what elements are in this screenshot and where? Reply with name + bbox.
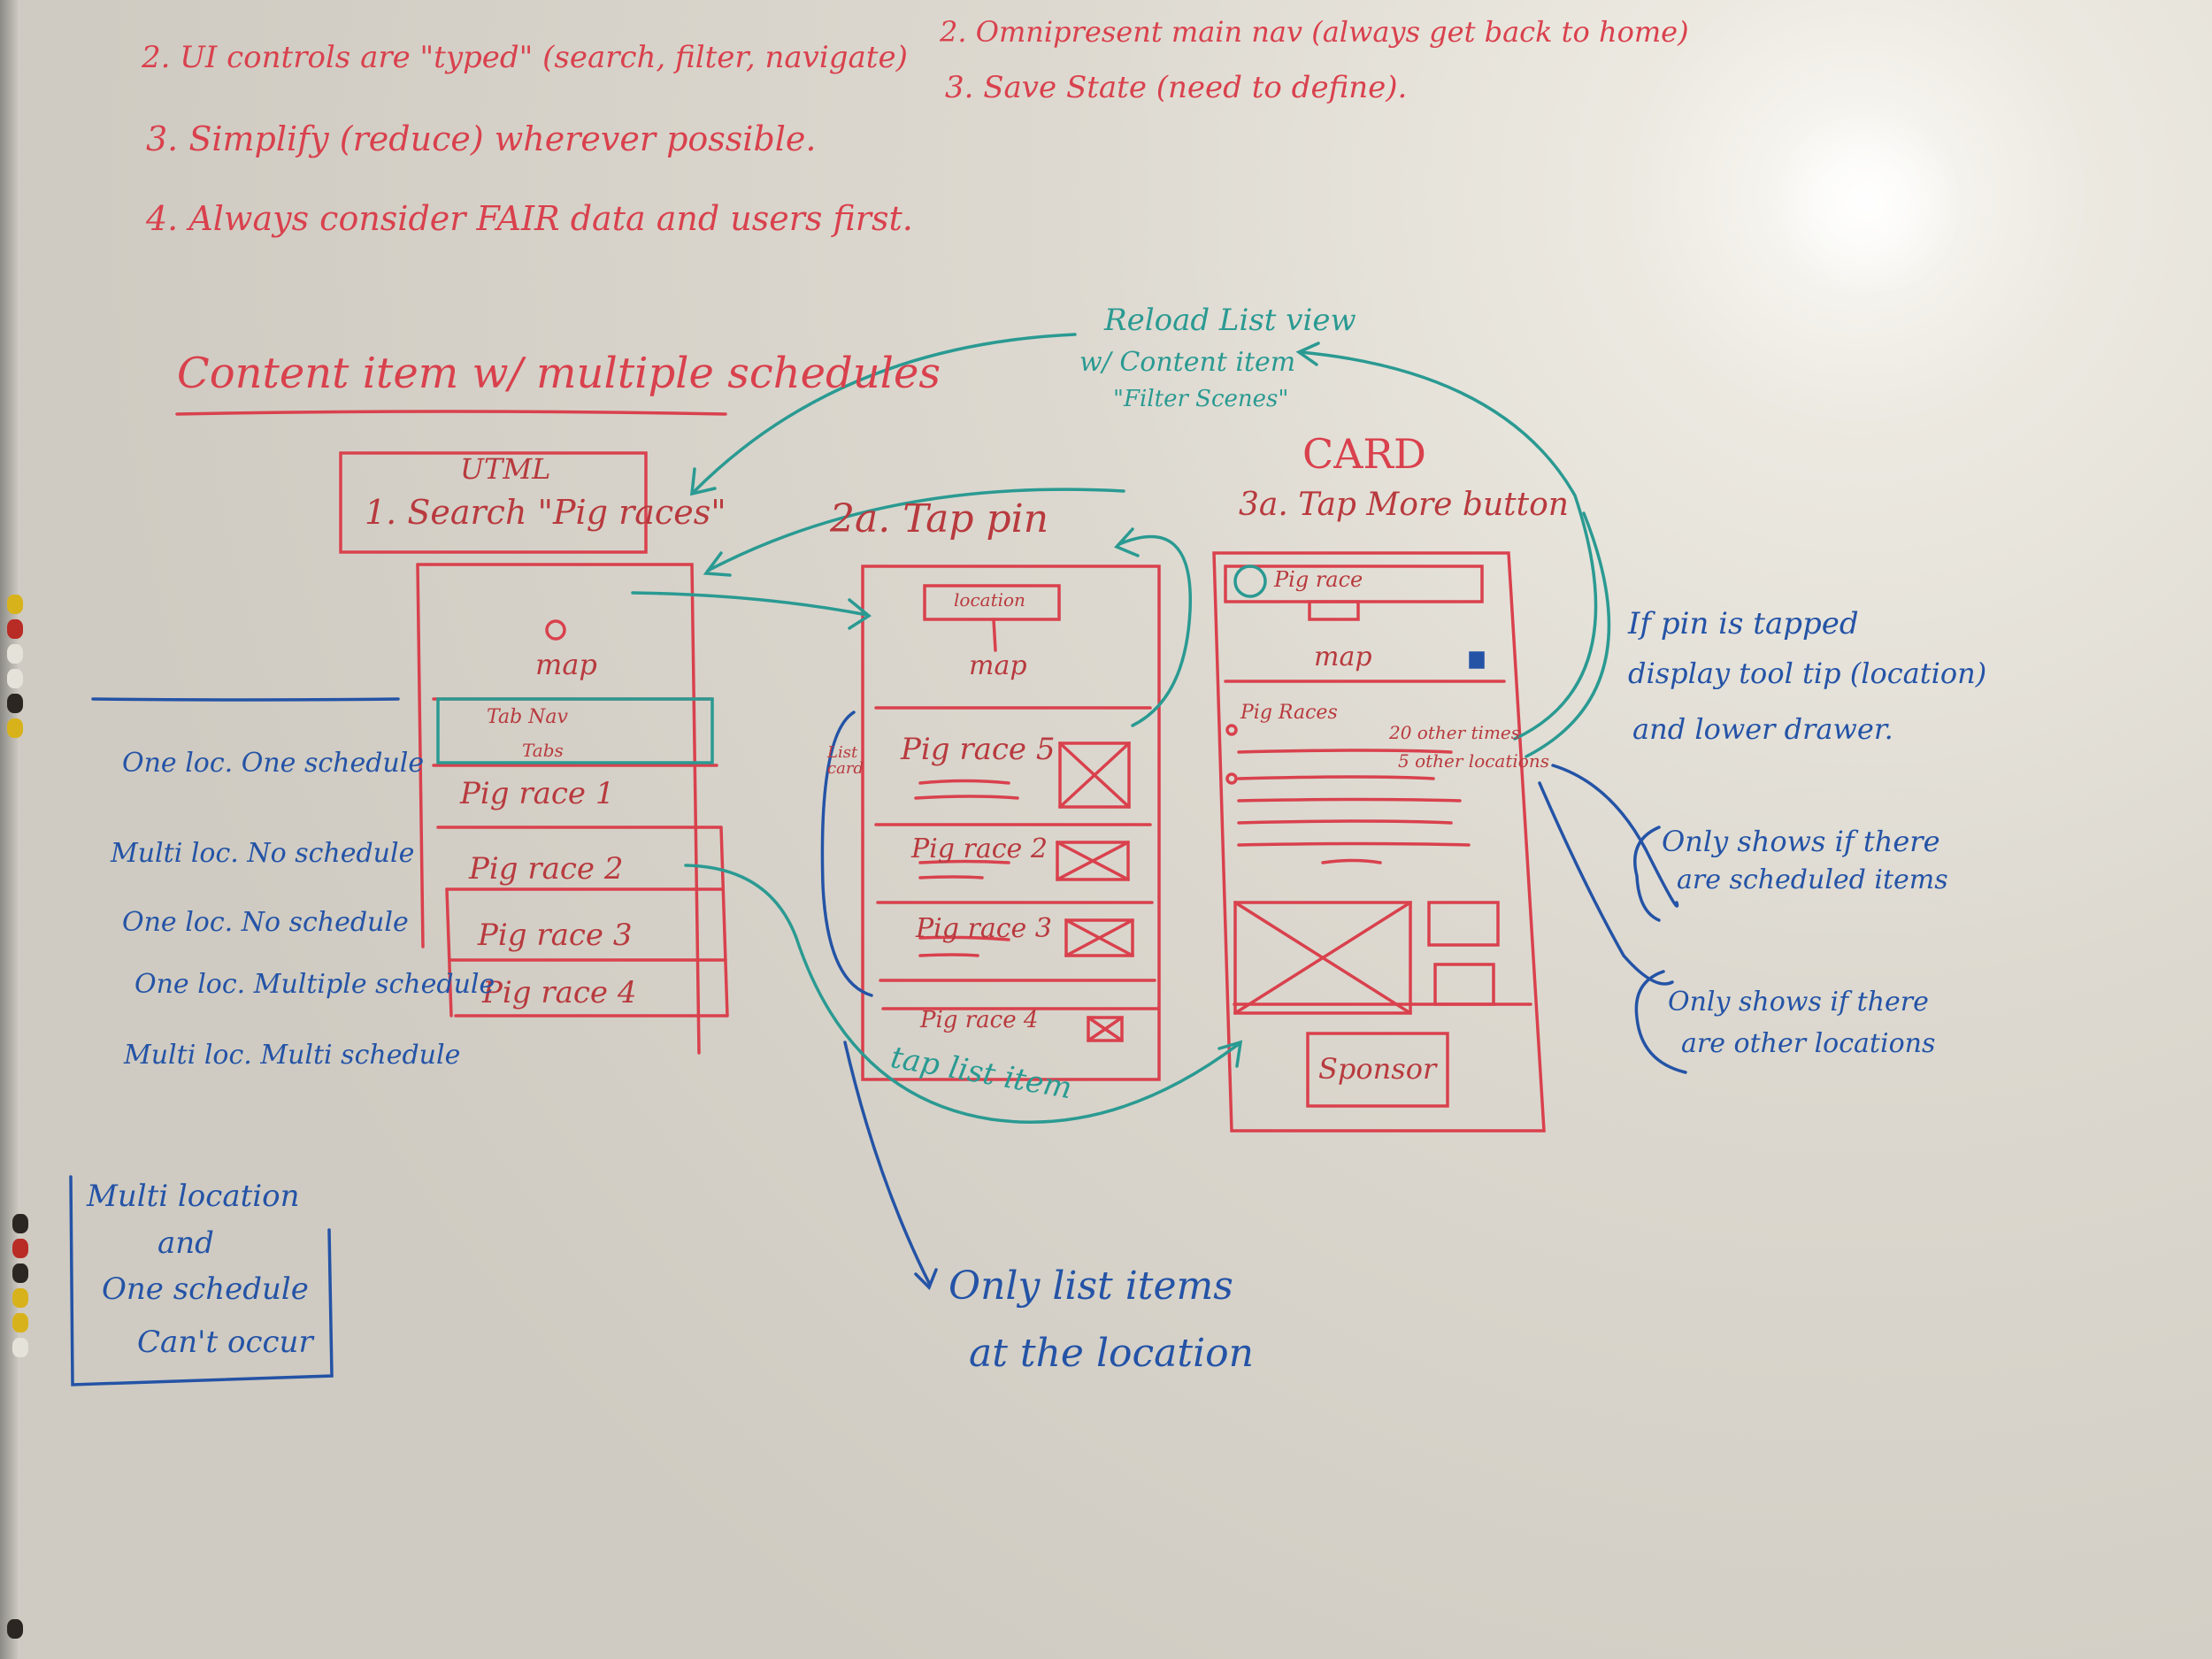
image-placeholder-icon [1064, 918, 1134, 957]
loc-note: are other locations [1681, 1028, 1936, 1059]
magnet [12, 1338, 28, 1357]
step-1: 1. Search "Pig races" [365, 493, 726, 532]
tab-nav-label: Tab Nav [487, 706, 568, 728]
other-locations-link: 5 other locations [1398, 750, 1549, 772]
magnet [7, 718, 23, 738]
screen2-frame [861, 565, 1161, 1081]
tab-nav-highlight [436, 697, 714, 764]
case-item: Multi loc. No schedule [111, 838, 415, 869]
sponsor-box [1306, 1032, 1449, 1108]
case-item: One loc. Multiple schedule [134, 969, 495, 1000]
pin-note: and lower drawer. [1632, 712, 1893, 746]
list-item: Pig race 3 [916, 913, 1052, 944]
map-label: map [1314, 641, 1372, 672]
list-item: Pig race 2 [911, 833, 1048, 864]
light-glare [1761, 115, 1973, 292]
magnet [12, 1239, 28, 1258]
arrow [631, 591, 869, 617]
rule-text: 3. Save State (need to define). [945, 70, 1408, 105]
sched-note: are scheduled items [1677, 864, 1948, 895]
box-note: Multi location [87, 1179, 300, 1214]
screen3-frame [1212, 551, 1546, 1133]
location-label: location [954, 589, 1025, 611]
magnet [7, 694, 23, 713]
step-3a: 3a. Tap More button [1239, 487, 1569, 523]
map-pin-icon [545, 619, 566, 641]
share-button [1433, 963, 1495, 1006]
image-placeholder-icon [1058, 741, 1131, 809]
image-placeholder-icon [1087, 1016, 1124, 1042]
card-title: CARD [1302, 430, 1426, 478]
list-item: Pig race 4 [920, 1007, 1039, 1033]
list-item: Pig race 3 [478, 918, 633, 953]
image-placeholder-icon [1056, 841, 1130, 881]
sponsor-label: Sponsor [1318, 1052, 1437, 1086]
utml-box [339, 451, 648, 554]
reload-note: "Filter Scenes" [1113, 386, 1289, 412]
tabs-label: Tabs [522, 740, 564, 761]
box-note: Can't occur [137, 1325, 313, 1360]
back-button-icon [1233, 565, 1267, 598]
reload-note: Reload List view [1104, 303, 1356, 338]
heading-underline [175, 410, 727, 416]
other-times-link: 20 other times [1389, 722, 1521, 743]
image-placeholder-icon [1233, 901, 1412, 1015]
location-tooltip [923, 584, 1061, 621]
utml-label: UTML [460, 452, 551, 486]
list-note: Only list items [949, 1263, 1233, 1309]
divider [91, 697, 400, 702]
map-label: map [969, 650, 1027, 681]
magnet [12, 1313, 28, 1333]
magnet [7, 595, 23, 614]
list-item: Pig race 5 [901, 732, 1056, 767]
rule-text: 4. Always consider FAIR data and users f… [146, 199, 913, 238]
magnet [12, 1288, 28, 1308]
card-item-title: Pig Races [1240, 702, 1338, 724]
sched-note: Only shows if there [1662, 825, 1940, 858]
box-note: One schedule [102, 1271, 309, 1307]
favorite-button [1427, 901, 1500, 947]
magnet [12, 1214, 28, 1233]
rule-text: 3. Simplify (reduce) wherever possible. [146, 119, 817, 158]
case-item: Multi loc. Multi schedule [124, 1040, 461, 1071]
arrow [693, 333, 1077, 493]
magnet [7, 619, 23, 639]
step-2a: 2a. Tap pin [830, 496, 1049, 541]
rule-text: 2. UI controls are "typed" (search, filt… [142, 40, 908, 75]
rule-text: 2. Omnipresent main nav (always get back… [940, 15, 1689, 49]
magnet [7, 669, 23, 688]
magnet [7, 1619, 23, 1639]
case-item: One loc. No schedule [122, 907, 409, 938]
list-card-label: List card [827, 743, 864, 778]
map-label: map [535, 648, 597, 681]
case-item: One loc. One schedule [122, 748, 425, 779]
loc-note: Only shows if there [1668, 987, 1929, 1018]
card-search-text: Pig race [1274, 567, 1363, 592]
magnet [12, 1263, 28, 1283]
heading: Content item w/ multiple schedules [177, 349, 941, 398]
box-note: and [157, 1225, 214, 1261]
pin-note: display tool tip (location) [1628, 657, 1987, 690]
reload-note: w/ Content item [1079, 347, 1296, 378]
list-item: Pig race 2 [469, 851, 624, 887]
list-note: at the location [969, 1331, 1254, 1376]
list-item: Pig race 1 [460, 776, 615, 811]
pin-note: If pin is tapped [1628, 606, 1859, 641]
magnet [7, 644, 23, 664]
list-item: Pig race 4 [482, 975, 637, 1010]
